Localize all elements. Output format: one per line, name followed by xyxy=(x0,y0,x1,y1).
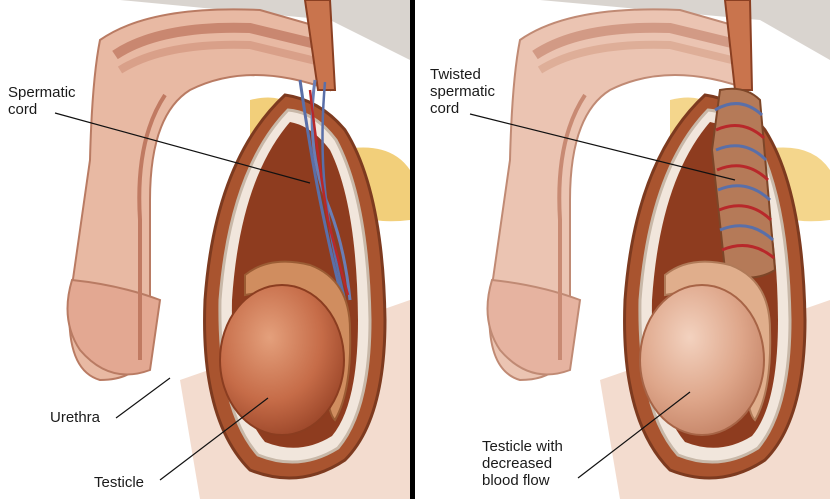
corpus-band xyxy=(117,40,321,74)
label-testicle-decreased-flow: Testicle with decreased blood flow xyxy=(482,438,563,489)
leader-line-twisted-cord xyxy=(469,113,736,181)
leader-line-testicle xyxy=(159,397,269,481)
panel-torsion xyxy=(469,0,830,499)
label-spermatic-cord: Spermatic cord xyxy=(8,84,76,118)
corpus-band xyxy=(112,22,322,60)
leader-line-urethra xyxy=(115,377,171,419)
label-twisted-spermatic-cord: Twisted spermatic cord xyxy=(430,66,496,117)
testicle xyxy=(219,284,345,436)
cord-artery xyxy=(308,89,350,296)
corpus-band xyxy=(532,22,742,60)
cord-vein xyxy=(298,79,342,291)
corpus-band xyxy=(537,40,741,74)
vas-deferens xyxy=(723,0,754,91)
panel-divider xyxy=(410,0,415,499)
cord-twists xyxy=(714,102,775,260)
cord-vein xyxy=(321,81,347,301)
leader-line-testicle-decreased xyxy=(577,391,691,479)
panel-normal xyxy=(54,0,410,499)
glans xyxy=(486,278,582,376)
testicle-decreased-flow xyxy=(639,284,765,436)
leader-line-spermatic-cord xyxy=(54,112,311,184)
urethra-channel xyxy=(137,93,167,360)
vas-deferens xyxy=(303,0,337,91)
glans xyxy=(66,278,162,376)
urethra-channel xyxy=(557,93,587,360)
label-testicle: Testicle xyxy=(94,474,145,491)
background-tissue xyxy=(120,0,410,60)
background-tissue xyxy=(540,0,830,60)
label-urethra: Urethra xyxy=(50,409,101,426)
